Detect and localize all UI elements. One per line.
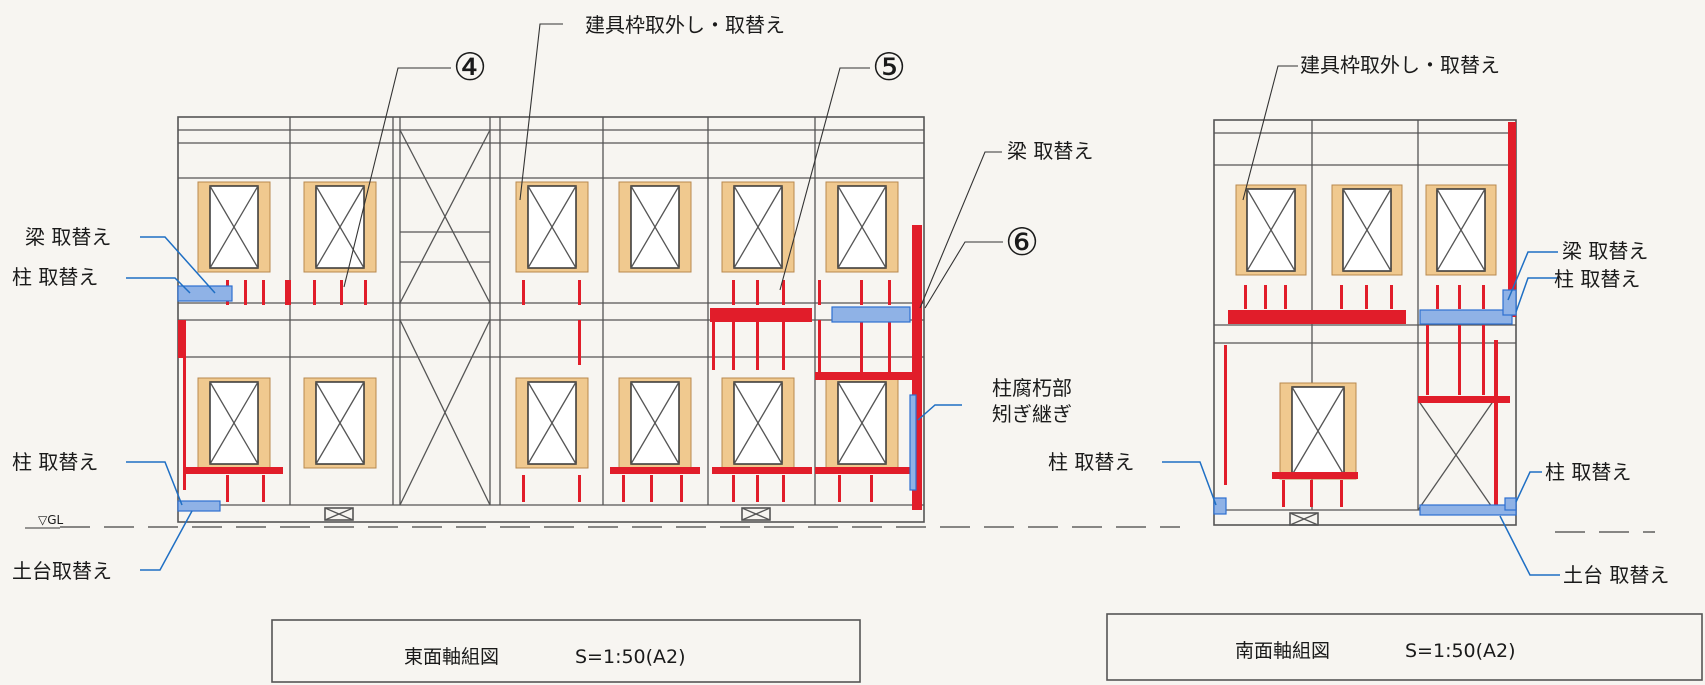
east-gl-marker: ▽GL <box>38 513 64 527</box>
south-beam-label: 梁 取替え <box>1562 239 1648 263</box>
south-brace <box>1417 399 1495 511</box>
east-column-left-label: 柱 取替え <box>12 265 98 289</box>
east-column-left-low-label: 柱 取替え <box>12 450 98 474</box>
south-fittings-label: 建具枠取外し・取替え <box>1300 53 1500 77</box>
south-title-box <box>1106 613 1703 681</box>
east-anchor <box>324 507 354 521</box>
south-window <box>1331 184 1403 276</box>
east-fittings-label: 建具枠取外し・取替え <box>585 13 785 37</box>
south-sill-label: 土台 取替え <box>1563 563 1669 587</box>
east-window <box>721 377 795 469</box>
south-window <box>1279 382 1357 480</box>
east-leaders <box>25 23 1180 571</box>
south-window <box>1425 184 1497 276</box>
east-window <box>825 377 899 469</box>
south-column-right-label: 柱 取替え <box>1545 460 1631 484</box>
east-window <box>618 181 692 273</box>
east-repair-members <box>177 285 917 512</box>
east-callout-6: ⑥ <box>1005 220 1039 264</box>
east-window <box>197 181 271 273</box>
south-window <box>1235 184 1307 276</box>
east-anchor-x <box>324 507 354 521</box>
east-window <box>303 377 377 469</box>
east-scale: S=1:50(A2) <box>575 646 686 668</box>
south-replacement-members <box>1224 122 1516 510</box>
east-window <box>197 377 271 469</box>
east-window <box>515 377 589 469</box>
east-window <box>303 181 377 273</box>
south-repair-members <box>1213 289 1517 516</box>
south-title: 南面軸組図 <box>1235 640 1330 662</box>
east-decay-label-2: 矧ぎ継ぎ <box>992 402 1072 426</box>
south-anchor-x <box>1289 512 1319 526</box>
east-sill-label: 土台取替え <box>12 559 112 583</box>
south-outer-frame <box>1213 119 1517 526</box>
east-anchor-x <box>741 507 771 521</box>
east-callout-4: ④ <box>453 45 487 89</box>
east-brace <box>399 129 491 304</box>
east-window <box>515 181 589 273</box>
east-title: 東面軸組図 <box>404 646 499 668</box>
south-column-upper-label: 柱 取替え <box>1554 267 1640 291</box>
east-beam-left-label: 梁 取替え <box>25 225 111 249</box>
east-title-box <box>271 619 861 683</box>
east-window <box>825 181 899 273</box>
east-anchor <box>741 507 771 521</box>
east-beam-right-label: 梁 取替え <box>1007 139 1093 163</box>
east-elevation: 建具枠取外し・取替え ④ ⑤ ⑥ 梁 取替え 梁 取替え 柱 取替え 柱 取替え… <box>12 13 1180 683</box>
south-column-left-label: 柱 取替え <box>1048 450 1134 474</box>
south-scale: S=1:50(A2) <box>1405 640 1516 662</box>
south-anchor <box>1289 512 1319 526</box>
east-replacement-members <box>178 225 922 510</box>
south-leaders <box>1162 65 1655 576</box>
east-brace <box>399 319 491 506</box>
east-callout-5: ⑤ <box>872 45 906 89</box>
east-decay-label-1: 柱腐朽部 <box>992 376 1072 400</box>
south-elevation: 建具枠取外し・取替え 梁 取替え 柱 取替え 柱 取替え 柱 取替え 土台 取替… <box>1048 53 1703 681</box>
east-window <box>618 377 692 469</box>
east-window <box>721 181 795 273</box>
